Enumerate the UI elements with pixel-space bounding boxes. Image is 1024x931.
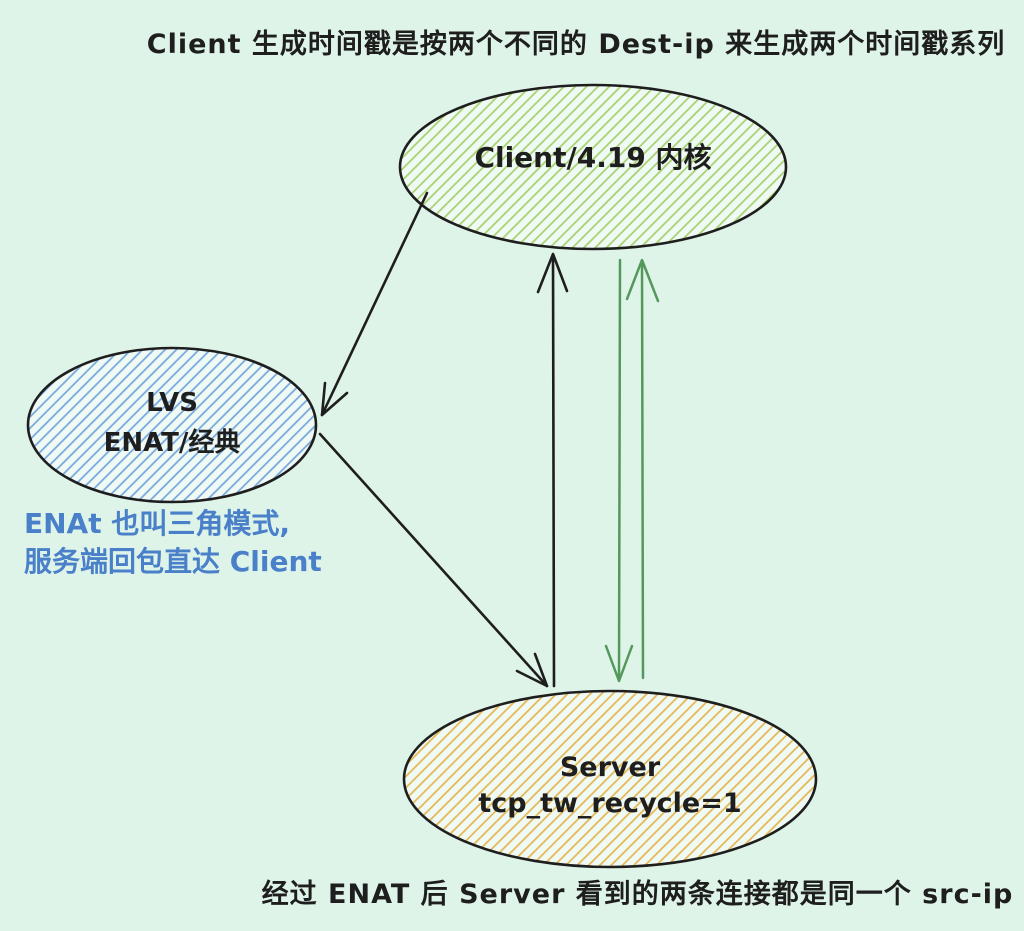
lvs-node-label-line1: LVS xyxy=(146,388,198,418)
lvs-node-label: LVS ENAT/经典 xyxy=(28,383,316,463)
bottom-caption: 经过 ENAT 后 Server 看到的两条连接都是同一个 src-ip xyxy=(261,879,1014,910)
server-node-label-line1: Server xyxy=(559,752,661,783)
arrow-server-to-client-green xyxy=(625,258,660,680)
client-node-label: Client/4.19 内核 xyxy=(474,141,712,174)
arrow-client-to-lvs xyxy=(320,191,429,417)
arrow-lvs-to-server-head xyxy=(515,652,549,688)
arrow-client-to-server-green xyxy=(604,258,634,683)
arrow-server-to-client-black-head xyxy=(536,252,569,294)
lvs-note-line1: ENAt 也叫三角模式, xyxy=(24,507,291,540)
server-ellipse xyxy=(402,689,818,869)
lvs-ellipse xyxy=(26,346,318,504)
client-ellipse xyxy=(398,83,788,251)
arrow-server-to-client-black-shaft xyxy=(551,253,556,688)
lvs-node-label-line2: ENAT/经典 xyxy=(103,428,241,458)
arrow-client-to-lvs-head xyxy=(320,381,349,417)
arrow-server-to-client-green-head xyxy=(625,258,660,303)
client-node-shape xyxy=(398,83,788,251)
arrow-client-to-server-green-head xyxy=(604,644,634,683)
top-caption: Client 生成时间戳是按两个不同的 Dest-ip 来生成两个时间戳系列 xyxy=(146,29,1006,60)
lvs-note: ENAt 也叫三角模式, 服务端回包直达 Client xyxy=(24,505,322,581)
arrow-lvs-to-server-shaft xyxy=(318,432,549,688)
server-node-shape xyxy=(402,689,818,869)
arrow-server-to-client-black xyxy=(536,252,569,688)
arrow-client-to-lvs-shaft xyxy=(320,191,429,417)
lvs-note-line2: 服务端回包直达 Client xyxy=(24,545,322,578)
arrow-client-to-server-green-shaft xyxy=(617,258,622,682)
arrow-server-to-client-green-shaft xyxy=(640,259,645,680)
server-node-label: Server tcp_tw_recycle=1 xyxy=(404,750,816,822)
server-node-label-line2: tcp_tw_recycle=1 xyxy=(478,788,742,819)
lvs-node-shape xyxy=(26,346,318,504)
arrow-lvs-to-server xyxy=(318,432,549,688)
